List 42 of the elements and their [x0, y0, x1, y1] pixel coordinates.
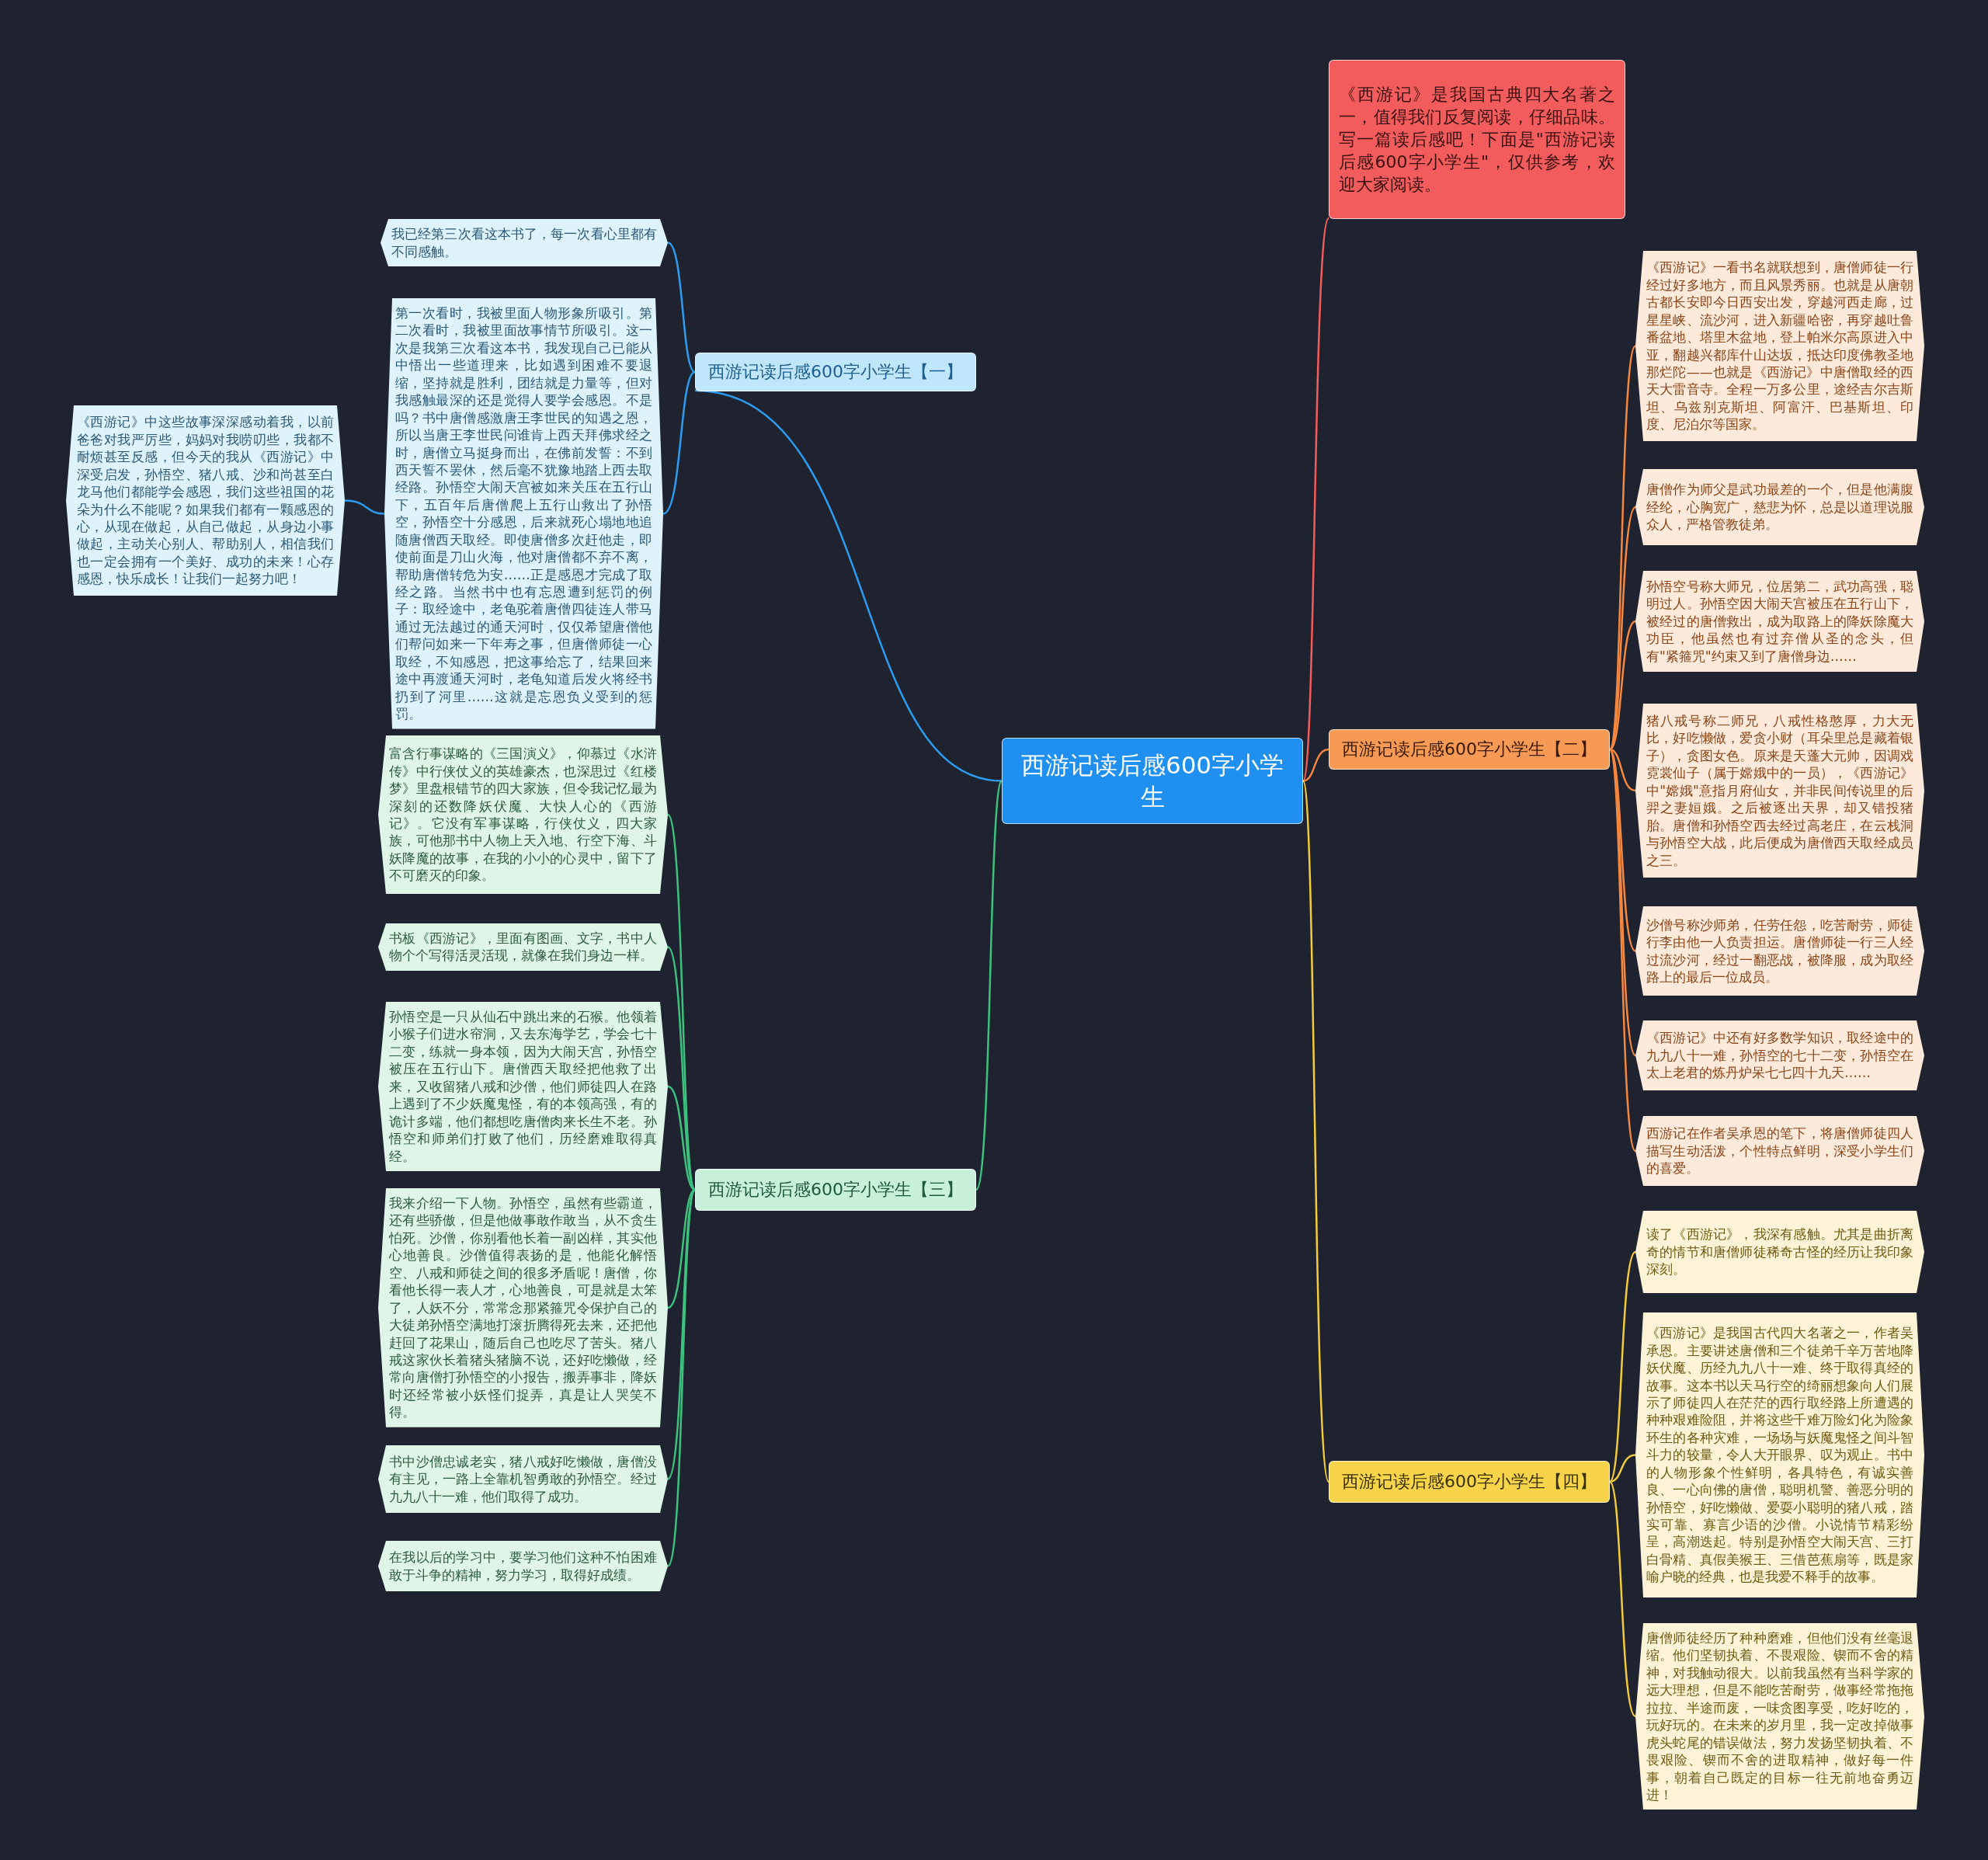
connector-line [975, 781, 1003, 1191]
connector-line [662, 371, 696, 515]
branch-topic-box: 西游记读后感600字小学生【一】 [695, 353, 976, 391]
connector-line [1608, 749, 1637, 1152]
branch-topic-box: 西游记读后感600字小学生【四】 [1329, 1461, 1610, 1503]
connector-line [694, 389, 1003, 782]
connector-line [344, 499, 385, 515]
connector-line [667, 1189, 696, 1309]
note-box: 猪八戒号称二师兄，八戒性格憨厚，力大无比，好吃懒做，爱贪小财（耳朵里总是藏着银子），贪图女色。原来是天蓬大元帅，因调戏霓裳仙子（属于嫦娥中的一员），《西游记》中"嫦娥"意指月府仙女，并非民间传说里的后羿之妻姮娥。之后被逐出天界，却又错投猪胎。唐僧和孙悟空西去经过高老庄，在云栈洞与孙悟空大战，此后便成为唐僧西天取经成员之三。 [1635, 704, 1924, 878]
note-box: 孙悟空号称大师兄，位居第二，武功高强，聪明过人。孙悟空因大闹天宫被压在五行山下，被经过的唐僧救出，成为取路上的降妖除魔大功臣，他虽然也有过弃僧从圣的念头，但有"紧箍咒"约束又到了唐僧身边…… [1635, 571, 1924, 672]
note-box: 唐僧师徒经历了种种磨难，但他们没有丝毫退缩。他们坚韧执着、不畏艰险、锲而不舍的精神，对我触动很大。以前我虽然有当科学家的远大理想，但是不能吃苦耐劳，做事经常拖拖拉拉、半途而废，一味贪图享受，吃好吃的，玩好玩的。在未来的岁月里，我一定改掉做事虎头蛇尾的错误做法，努力发扬坚韧执着、不畏艰险、锲而不舍的进取精神，做好每一件事，朝着自己既定的目标一往无前地奋勇迈进！ [1635, 1623, 1924, 1810]
note-box: 沙僧号称沙师弟，任劳任怨，吃苦耐劳，师徒行李由他一人负责担运。唐僧师徒一行三人经过流沙河，经过一翻恶战，被降服，成为取经路上的最后一位成员。 [1635, 906, 1924, 996]
connector-line [1302, 748, 1329, 782]
intro-box: 《西游记》是我国古典四大名著之一，值得我们反复阅读，仔细品味。写一篇读后感吧！下面是"西游记读后感600字小学生"，仅供参考，欢迎大家阅读。 [1329, 60, 1625, 219]
note-box: 唐僧作为师父是武功最差的一个，但是他满腹经纶，心胸宽广，慈悲为怀，总是以道理说服众人，严格管教徒弟。 [1635, 469, 1924, 545]
branch-topic-box: 西游记读后感600字小学生【三】 [695, 1169, 976, 1211]
connector-line [667, 1085, 696, 1191]
connector-line [667, 242, 696, 373]
connector-line [667, 946, 697, 1191]
note-box: 第一次看时，我被里面人物形象所吸引。第二次看时，我被里面故事情节所吸引。这一次是我第三次看这本书，我发现自己已能从中悟出一些道理来，比如遇到困难不要退缩，坚持就是胜利，团结就是力量等，但对我感触最深的还是觉得人要学会感恩。不是吗？书中唐僧感激唐王李世民的知遇之恩，所以当唐王李世民问谁肯上西天拜佛求经之时，唐僧立马挺身而出，在佛前发誓：不到西天誓不罢休，然后毫不犹豫地踏上西去取经路。孙悟空大闹天宫被如来关压在五行山下，五百年后唐僧爬上五行山救出了孙悟空，孙悟空十分感恩，后来就死心塌地地追随唐僧西天取经。即使唐僧多次赶他走，即使前面是刀山火海，他对唐僧都不弃不离，帮助唐僧转危为安……正是感恩才完成了取经之路。当然书中也有忘恩遭到惩罚的例子：取经途中，老龟驼着唐僧四徒连人带马通过无法越过的通天河时，仅仅希望唐僧他们帮问如来一下年寿之事，但唐僧师徒一心取经，不知感恩，把这事给忘了，结果回来途中再渡通天河时，老龟知道后发火将经书扔到了河里……这就是忘恩负义受到的惩罚。 [384, 298, 663, 729]
connector-line [1609, 1454, 1636, 1483]
connector-line [1608, 1481, 1636, 1717]
note-box: 富含行事谋略的《三国演义》，仰慕过《水浒传》中行侠仗义的英雄豪杰，也深思过《红楼梦》里盘根错节的四大家族，但令我记忆最为深刻的还数降妖伏魔、大快人心的《西游记》。它没有军事谋略，行侠仗义，四大家族，可他那书中人物上天入地、行空下海、斗妖降魔的故事，在我的小小的心灵中，留下了不可磨灭的印象。 [378, 735, 668, 894]
note-box: 《西游记》中还有好多数学知识，取经途中的九九八十一难，孙悟空的七十二变，孙悟空在太上老君的炼丹炉呆七七四十九天…… [1635, 1020, 1924, 1090]
note-box: 《西游记》是我国古代四大名著之一，作者吴承恩。主要讲述唐僧和三个徒弟千辛万苦地降妖伏魔、历经九九八十一难、终于取得真经的故事。这本书以天马行空的绮丽想象向人们展示了师徒四人在茫茫的西行取经路上所遭遇的种种艰难险阻，并将这些千难万险幻化为险象环生的各种灾难，一场场与妖魔鬼怪之间斗智斗力的较量，令人大开眼界、叹为观止。书中的人物形象个性鲜明，各具特色，有诚实善良、一心向佛的唐僧，聪明机警、善恶分明的孙悟空，好吃懒做、爱耍小聪明的猪八戒，踏实可靠、寡言少语的沙僧。小说情节精彩纷呈，高潮迭起。特别是孙悟空大闹天宫、三打白骨精、真假美猴王、三借芭蕉扇等，既是家喻户晓的经典，也是我爱不释手的故事。 [1635, 1312, 1924, 1598]
central-topic-box: 西游记读后感600字小学生 [1002, 738, 1303, 824]
connector-line [1302, 781, 1330, 1483]
note-box: 读了《西游记》，我深有感触。尤其是曲折离奇的情节和唐僧师徒稀奇古怪的经历让我印象深刻。 [1635, 1211, 1924, 1293]
note-box: 书板《西游记》，里面有图画、文字，书中人物个个写得活灵活现，就像在我们身边一样。 [378, 923, 668, 971]
connector-line [1609, 748, 1636, 792]
note-box: 在我以后的学习中，要学习他们这种不怕困难敢于斗争的精神，努力学习，取得好成绩。 [378, 1541, 668, 1591]
note-box: 《西游记》中这些故事深深感动着我，以前爸爸对我严厉些，妈妈对我唠叨些，我都不耐烦甚至反感，但今天的我从《西游记》中深受启发，孙悟空、猪八戒、沙和尚甚至白龙马他们都能学会感恩，我们这些祖国的花朵为什么不能呢？如果我们都有一颗感恩的心，从现在做起，从自己做起，从身边小事做起，主动关心别人、帮助别人，相信我们也一定会拥有一个美好、成功的未来！心存感恩，快乐成长！让我们一起努力吧！ [66, 405, 345, 596]
note-box: 我来介绍一下人物。孙悟空，虽然有些霸道，还有些骄傲，但是他做事敢作敢当，从不贪生怕死。沙僧，你别看他长着一副凶样，其实他心地善良。沙僧值得表扬的是，他能化解悟空、八戒和师徒之间的很多矛盾呢！唐僧，你看他长得一表人才，心地善良，可是就是太笨了，人妖不分，常常念那紧箍咒令保护自己的大徒弟孙悟空满地打滚折腾得死去来，还把他赶回了花果山，随后自己也吃尽了苦头。猪八戒这家伙长着猪头猪脑不说，还好吃懒做，经常向唐僧打孙悟空的小报告，搬弄事非，降妖时还经常被小妖怪们捉弄，真是让人哭笑不得。 [378, 1188, 668, 1427]
branch-topic-box: 西游记读后感600字小学生【二】 [1329, 729, 1610, 770]
note-box: 孙悟空是一只从仙石中跳出来的石猴。他领着小猴子们进水帘洞，又去东海学艺，学会七十二变，练就一身本领，因为大闹天宫，孙悟空被压在五行山下。唐僧西天取经把他救了出来，又收留猪八戒和沙僧，他们师徒四人在路上遇到了不少妖魔鬼怪，有的本领高强，有的诡计多端，他们都想吃唐僧肉来长生不老。孙悟空和师弟们打败了他们，历经磨难取得真经。 [378, 1002, 668, 1171]
connector-line [1302, 217, 1330, 781]
note-box: 我已经第三次看这本书了，每一次看心里都有不同感触。 [381, 219, 668, 266]
note-box: 西游记在作者吴承恩的笔下，将唐僧师徒四人描写生动活泼，个性特点鲜明，深受小学生们的喜爱。 [1635, 1116, 1924, 1186]
note-box: 《西游记》一看书名就联想到，唐僧师徒一行经过好多地方，而且风景秀丽。也就是从唐朝古都长安即今日西安出发，穿越河西走廊，过星星峡、流沙河，进入新疆哈密，再穿越吐鲁番盆地、塔里木盆地，登上帕米尔高原进入中亚，翻越兴都库什山达坂，抵达印度佛教圣地那烂陀——也就是《西游记》中唐僧取经的西天大雷音寺。全程一万多公里，途经吉尔吉斯坦、乌兹别克斯坦、阿富汗、巴基斯坦、印度、尼泊尔等国家。 [1635, 251, 1924, 441]
note-box: 书中沙僧忠诚老实，猪八戒好吃懒做，唐僧没有主见，一路上全靠机智勇敢的孙悟空。经过九九八十一难，他们取得了成功。 [378, 1445, 668, 1513]
connector-line [1609, 621, 1636, 750]
connector-line [1608, 1251, 1636, 1483]
